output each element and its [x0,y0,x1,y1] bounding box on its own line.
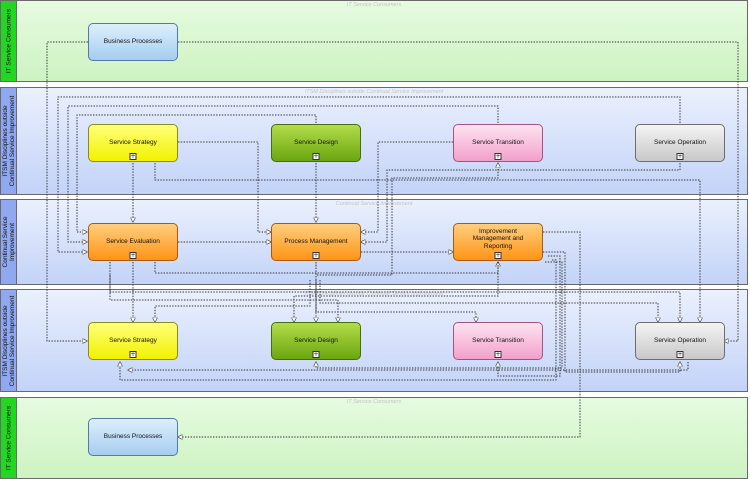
link-st-top-to-se [67,105,499,242]
link-bp-top-to-ss-bottom [46,41,88,341]
link-pm-to-ss-bottom [155,280,311,322]
node-label: Process Management [284,238,348,246]
lane-tab: ITSM Disciplines outside Continual Servi… [1,88,17,194]
lane-tab: Continual Service Improvement [1,200,17,284]
subprocess-plus-icon[interactable]: + [312,351,320,358]
link-se-to-sd-bottom [109,262,338,322]
service-transition-bottom[interactable]: Service Transition + [453,322,543,360]
link-pm-to-st-bottom [315,280,476,322]
link-se-to-st-bottom [109,275,680,322]
subprocess-plus-icon[interactable]: + [129,153,137,160]
business-processes-top[interactable]: Business Processes [88,23,178,61]
subprocess-plus-icon[interactable]: + [676,351,684,358]
service-evaluation[interactable]: Service Evaluation + [88,223,178,261]
node-label: Service Transition [472,139,524,147]
node-label: Service Design [294,139,338,147]
node-label: Service Operation [653,337,707,345]
link-bp-top-to-so-bottom [178,41,739,341]
link-imr-to-pm-bottom [316,261,563,369]
node-label: Improvement Management and Reporting [472,227,524,250]
node-label: Business Processes [103,433,163,441]
link-imr-to-so-bottom [543,251,680,373]
node-label: Service Strategy [109,337,157,345]
link-ss-top-to-pm [178,141,271,232]
lane-caption: IT Service Consumers [346,399,402,405]
subprocess-plus-icon[interactable]: + [494,351,502,358]
lane-caption: IT Service Consumers [346,2,402,8]
lane-tab: ITSM Disciplines outside Continual Servi… [1,290,17,391]
link-pm-to-st-top [315,163,498,276]
lane-tab: IT Service Consumers [1,1,17,81]
link-imr-to-sd-bottom [294,262,499,322]
service-operation-top[interactable]: Service Operation + [635,124,725,162]
node-label: Service Evaluation [106,238,160,246]
link-bp-bottom-to-so-bottom [128,362,689,370]
subprocess-plus-icon[interactable]: + [312,153,320,160]
service-design-top[interactable]: Service Design + [271,124,361,162]
link-sd-top-to-se [76,114,317,232]
node-label: Service Transition [472,337,524,345]
service-strategy-top[interactable]: Service Strategy + [88,124,178,162]
node-label: Business Processes [103,38,163,46]
subprocess-plus-icon[interactable]: + [129,252,137,259]
link-imr-to-bp-bottom [178,231,581,437]
lane-caption: ITSM Disciplines outside Continual Servi… [304,291,444,297]
subprocess-plus-icon[interactable]: + [494,252,502,259]
subprocess-plus-icon[interactable]: + [676,153,684,160]
link-ss-top-to-so-bottom [154,163,700,322]
subprocess-plus-icon[interactable]: + [312,252,320,259]
service-strategy-bottom[interactable]: Service Strategy + [88,322,178,360]
subprocess-plus-icon[interactable]: + [494,153,502,160]
improvement-management-and-reporting[interactable]: Improvement Management and Reporting + [453,223,543,261]
lane-caption: ITSM Disciplines outside Continual Servi… [304,89,444,95]
business-processes-bottom[interactable]: Business Processes [88,418,178,456]
link-st-top-to-pm [361,141,453,232]
link-so-top-to-se [57,96,681,252]
node-label: Service Strategy [109,139,157,147]
link-imr-to-ss-bottom [120,259,557,381]
lane-tab: IT Service Consumers [1,398,17,478]
link-imr-to-st-bottom [498,255,561,377]
node-label: Service Operation [653,139,707,147]
link-so-top-to-pm [361,163,681,242]
lane-itsm-disciplines-top: ITSM Disciplines outside Continual Servi… [0,87,748,195]
lane-caption: Continual Service Improvement [335,201,413,207]
service-transition-top[interactable]: Service Transition + [453,124,543,162]
process-management[interactable]: Process Management + [271,223,361,261]
service-design-bottom[interactable]: Service Design + [271,322,361,360]
node-label: Service Design [294,337,338,345]
service-operation-bottom[interactable]: Service Operation + [635,322,725,360]
link-pm-to-so-bottom [319,280,658,322]
subprocess-plus-icon[interactable]: + [129,351,137,358]
link-se-to-imr [154,262,498,274]
